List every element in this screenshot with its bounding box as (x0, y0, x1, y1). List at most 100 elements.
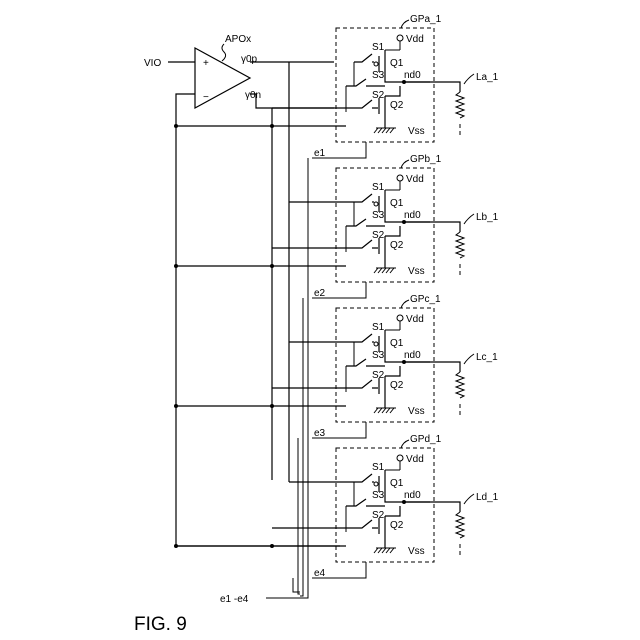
node-label: nd0 (404, 490, 421, 501)
s2-label: S2 (372, 370, 385, 381)
q1-label: Q1 (390, 338, 404, 349)
vdd-label: Vdd (406, 174, 424, 185)
s3-label: S3 (372, 490, 385, 501)
s1-switch (354, 194, 372, 202)
block-id-leader (401, 300, 409, 308)
load-wire (404, 82, 460, 92)
feedback-bus (176, 94, 340, 546)
control-line-4 (293, 578, 300, 592)
vdd-terminal (397, 175, 403, 181)
s1-switch (354, 54, 372, 62)
amp-plus-sign: + (203, 58, 209, 69)
input-label: VIO (144, 58, 161, 69)
load-label: Lc_1 (476, 352, 498, 363)
bus-n-junction (270, 264, 274, 268)
gamma-block-1: GPa_1VddQ1S1S3nd0S2Q2VssLa_1e1 (174, 14, 499, 159)
vdd-terminal (397, 455, 403, 461)
q2-label: Q2 (390, 240, 404, 251)
block-id-label: GPd_1 (410, 434, 442, 445)
vss-label: Vss (408, 406, 425, 417)
s1-label: S1 (372, 42, 385, 53)
load-wire (404, 502, 460, 512)
load-leader (464, 74, 474, 84)
block-id-label: GPb_1 (410, 154, 442, 165)
q2-label: Q2 (390, 520, 404, 531)
amp-name: APOx (225, 34, 251, 45)
q2-label: Q2 (390, 100, 404, 111)
s1-label: S1 (372, 182, 385, 193)
q1-label: Q1 (390, 198, 404, 209)
feedback-junction (174, 124, 178, 128)
control-label: e4 (314, 568, 326, 579)
s2-switch (346, 380, 378, 388)
node-label: nd0 (404, 350, 421, 361)
node-label: nd0 (404, 210, 421, 221)
control-line-2 (300, 298, 303, 596)
q1-gate-bubble (374, 62, 378, 66)
block-id-leader (401, 440, 409, 448)
q2-label: Q2 (390, 380, 404, 391)
s1-label: S1 (372, 462, 385, 473)
feedback-junction (174, 264, 178, 268)
internal-links (346, 202, 354, 252)
q1-gate-bubble (374, 202, 378, 206)
load-leader (464, 494, 474, 504)
gamma-block-4: GPd_1VddQ1S1S3nd0S2Q2VssLd_1e4 (174, 434, 499, 579)
q1-label: Q1 (390, 58, 404, 69)
load-leader (464, 354, 474, 364)
op-amp: + − APOx γ0p γ0n (195, 34, 261, 108)
node-label: nd0 (404, 70, 421, 81)
bus-n-junction (270, 404, 274, 408)
vss-ground (374, 268, 396, 273)
load-label: Ld_1 (476, 492, 499, 503)
internal-links (346, 62, 354, 112)
vdd-label: Vdd (406, 34, 424, 45)
vdd-terminal (397, 315, 403, 321)
block-id-leader (401, 20, 409, 28)
gamma-block-3: GPc_1VddQ1S1S3nd0S2Q2VssLc_1e3 (174, 294, 498, 439)
control-line-1 (300, 158, 308, 598)
figure-label: FIG. 9 (134, 614, 187, 635)
s2-switch (346, 100, 378, 108)
control-label: e1 (314, 148, 326, 159)
internal-links (346, 482, 354, 532)
feedback-junction (174, 404, 178, 408)
s1-switch (354, 334, 372, 342)
vss-ground (374, 548, 396, 553)
vss-label: Vss (408, 546, 425, 557)
control-label: e3 (314, 428, 326, 439)
load-element (456, 512, 464, 538)
amp-out-p-label: γ0p (241, 54, 258, 65)
vss-ground (374, 408, 396, 413)
vdd-terminal (397, 35, 403, 41)
vdd-label: Vdd (406, 314, 424, 325)
out-n-wire (250, 94, 334, 108)
load-leader (464, 214, 474, 224)
s2-label: S2 (372, 90, 385, 101)
load-label: La_1 (476, 72, 499, 83)
load-label: Lb_1 (476, 212, 499, 223)
s1-switch (354, 474, 372, 482)
s3-label: S3 (372, 210, 385, 221)
vdd-label: Vdd (406, 454, 424, 465)
s2-switch (346, 240, 378, 248)
gamma-block-2: GPb_1VddQ1S1S3nd0S2Q2VssLb_1e2 (174, 154, 499, 299)
q1-gate-bubble (374, 482, 378, 486)
bus-label: e1 -e4 (220, 594, 249, 605)
amp-name-leader (222, 44, 226, 61)
s2-label: S2 (372, 510, 385, 521)
vss-ground (374, 128, 396, 133)
q1-gate-bubble (374, 342, 378, 346)
internal-links (346, 342, 354, 392)
s1-label: S1 (372, 322, 385, 333)
s3-label: S3 (372, 70, 385, 81)
vss-label: Vss (408, 126, 425, 137)
bus-n-junction (270, 124, 274, 128)
gamma-blocks: GPa_1VddQ1S1S3nd0S2Q2VssLa_1e1GPb_1VddQ1… (174, 14, 499, 579)
amp-out-n-label: γ0n (245, 90, 261, 101)
load-element (456, 372, 464, 398)
bus-n-junction (270, 544, 274, 548)
feedback-junction (174, 544, 178, 548)
load-wire (404, 362, 460, 372)
